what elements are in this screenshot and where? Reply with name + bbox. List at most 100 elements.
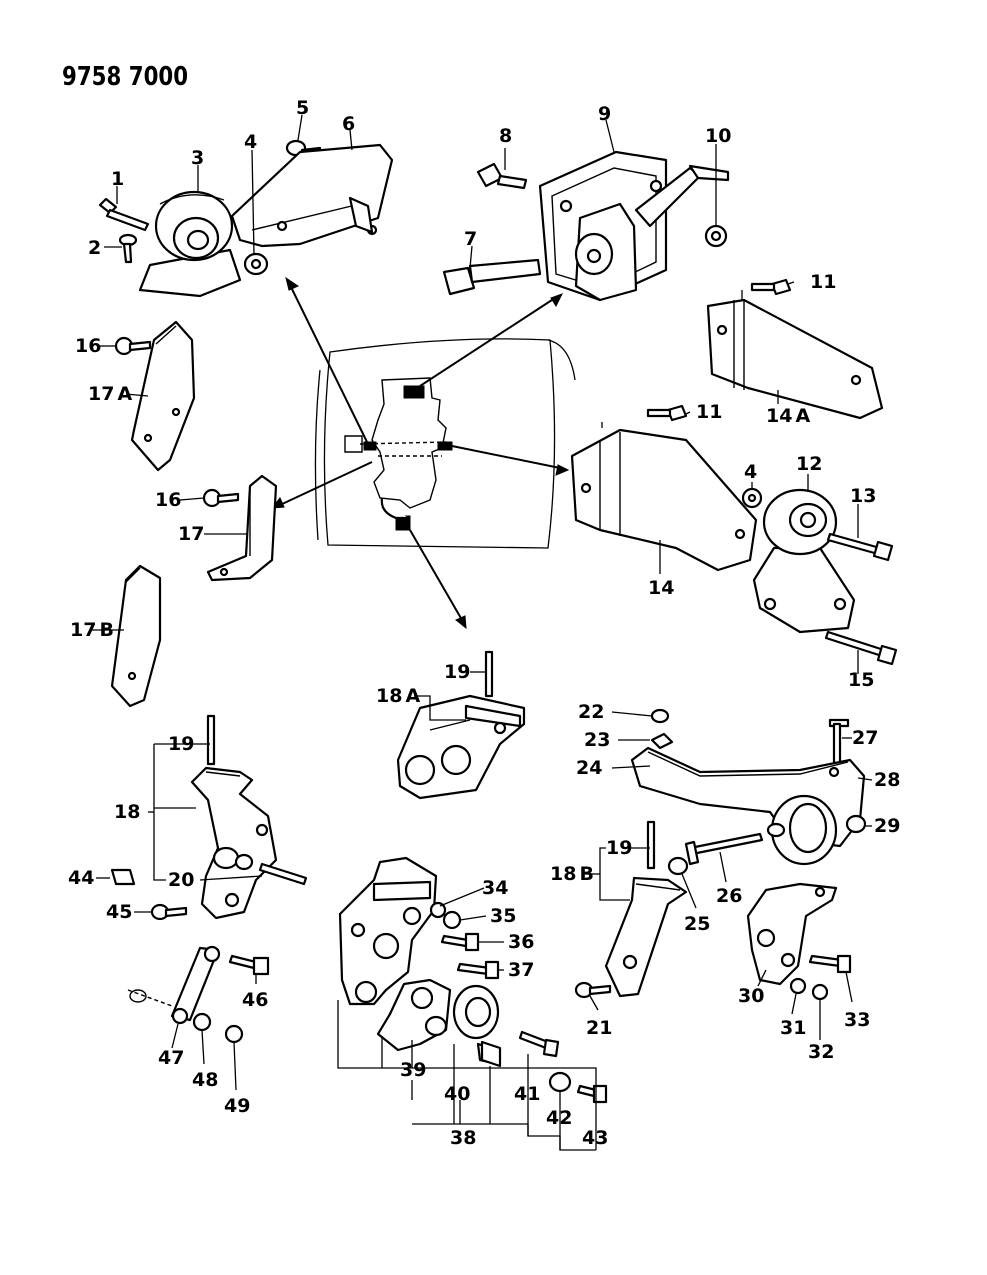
callout-30: 30 bbox=[738, 985, 764, 1007]
bolt-7 bbox=[442, 258, 542, 296]
insulator-40 bbox=[452, 984, 502, 1068]
bolt-41 bbox=[518, 1030, 560, 1058]
mount-39 bbox=[376, 978, 452, 1052]
callout-14: 14 bbox=[648, 577, 674, 599]
callout-35: 35 bbox=[490, 905, 516, 927]
callout-23: 23 bbox=[584, 729, 610, 751]
callout-42: 42 bbox=[546, 1107, 572, 1129]
mount-insulator-9 bbox=[538, 150, 730, 302]
bolt-16-lower bbox=[202, 488, 240, 508]
callout-10: 10 bbox=[705, 125, 731, 147]
link-47 bbox=[127, 945, 221, 1025]
bolt-45 bbox=[150, 903, 188, 921]
callout-7: 7 bbox=[464, 228, 477, 250]
stud-19-18a bbox=[484, 650, 494, 698]
callout-31: 31 bbox=[780, 1017, 806, 1039]
stud-19-18 bbox=[206, 714, 216, 766]
callout-39: 39 bbox=[400, 1059, 426, 1081]
callout-38: 38 bbox=[450, 1127, 476, 1149]
callout-12: 12 bbox=[796, 453, 822, 475]
bolt-44 bbox=[110, 868, 136, 886]
callout-8: 8 bbox=[499, 125, 512, 147]
bolt-26 bbox=[684, 832, 764, 866]
bracket-17b bbox=[110, 564, 162, 708]
bolt-46 bbox=[228, 954, 270, 976]
bolt-2 bbox=[118, 233, 138, 264]
bolt-33 bbox=[808, 954, 852, 974]
leader-lines bbox=[90, 114, 873, 1151]
callout-19-18a: 19 bbox=[444, 661, 470, 683]
callout-36: 36 bbox=[508, 931, 534, 953]
callout-16-lower: 16 bbox=[155, 489, 181, 511]
bolt-8 bbox=[476, 162, 528, 190]
nut-34 bbox=[429, 901, 447, 919]
bracket-18b bbox=[604, 876, 688, 998]
nut-29 bbox=[845, 814, 867, 834]
bolt-11-lower bbox=[646, 404, 688, 422]
bolt-15 bbox=[824, 630, 898, 666]
bracket-30 bbox=[746, 882, 838, 986]
callout-11-upper: 11 bbox=[810, 271, 836, 293]
callout-37: 37 bbox=[508, 959, 534, 981]
callout-47: 47 bbox=[158, 1047, 184, 1069]
bolt-11-upper bbox=[750, 278, 792, 296]
bolt-1 bbox=[98, 197, 150, 232]
callout-4-upper: 4 bbox=[244, 131, 257, 153]
nut-10 bbox=[704, 224, 728, 248]
crossmember-28 bbox=[630, 746, 866, 866]
bracket-14a bbox=[706, 298, 884, 420]
callout-43: 43 bbox=[582, 1127, 608, 1149]
mount-insulator-3 bbox=[138, 190, 242, 298]
nut-4-lower bbox=[741, 487, 763, 509]
callout-27: 27 bbox=[852, 727, 878, 749]
callout-11-lower: 11 bbox=[696, 401, 722, 423]
callout-20: 20 bbox=[168, 869, 194, 891]
document-number: 9758 7000 bbox=[62, 62, 189, 92]
arrow-to-mount-3 bbox=[285, 276, 369, 445]
callout-24: 24 bbox=[576, 757, 602, 779]
callout-3: 3 bbox=[191, 147, 204, 169]
callout-32: 32 bbox=[808, 1041, 834, 1063]
callout-48: 48 bbox=[192, 1069, 218, 1091]
nut-35 bbox=[442, 910, 462, 930]
callout-17: 17 bbox=[178, 523, 204, 545]
bracket-18a bbox=[396, 694, 526, 800]
bracket-17a bbox=[130, 320, 196, 472]
engine-silhouette bbox=[344, 377, 453, 531]
callout-49: 49 bbox=[224, 1095, 250, 1117]
nut-48 bbox=[192, 1012, 212, 1032]
nut-31 bbox=[789, 977, 807, 995]
callout-1: 1 bbox=[111, 168, 124, 190]
nut-49 bbox=[224, 1024, 244, 1044]
washer-25 bbox=[667, 856, 689, 876]
callout-2: 2 bbox=[88, 237, 101, 259]
stud-19-18b bbox=[646, 820, 656, 870]
bolt-36 bbox=[440, 932, 480, 952]
callout-4-lower: 4 bbox=[744, 461, 757, 483]
vehicle-outline bbox=[314, 338, 576, 549]
callout-46: 46 bbox=[242, 989, 268, 1011]
bracket-18 bbox=[190, 766, 278, 920]
mount-insulator-12 bbox=[752, 488, 856, 634]
arrow-to-bracket-17 bbox=[270, 461, 373, 509]
arrow-to-mount-9 bbox=[419, 293, 564, 387]
callout-28: 28 bbox=[874, 769, 900, 791]
bolt-20 bbox=[258, 862, 308, 886]
arrow-to-bracket-18a bbox=[409, 529, 467, 630]
bracket-14 bbox=[570, 428, 758, 572]
callout-40: 40 bbox=[444, 1083, 470, 1105]
callout-44: 44 bbox=[68, 867, 94, 889]
nut-32 bbox=[811, 983, 829, 1001]
callout-21: 21 bbox=[586, 1017, 612, 1039]
callout-41: 41 bbox=[514, 1083, 540, 1105]
callout-19-18: 19 bbox=[168, 733, 194, 755]
washer-42 bbox=[548, 1071, 572, 1093]
bolt-37 bbox=[456, 960, 500, 980]
callout-29: 29 bbox=[874, 815, 900, 837]
callout-16-upper: 16 bbox=[75, 335, 101, 357]
bracket-38 bbox=[338, 856, 438, 1006]
